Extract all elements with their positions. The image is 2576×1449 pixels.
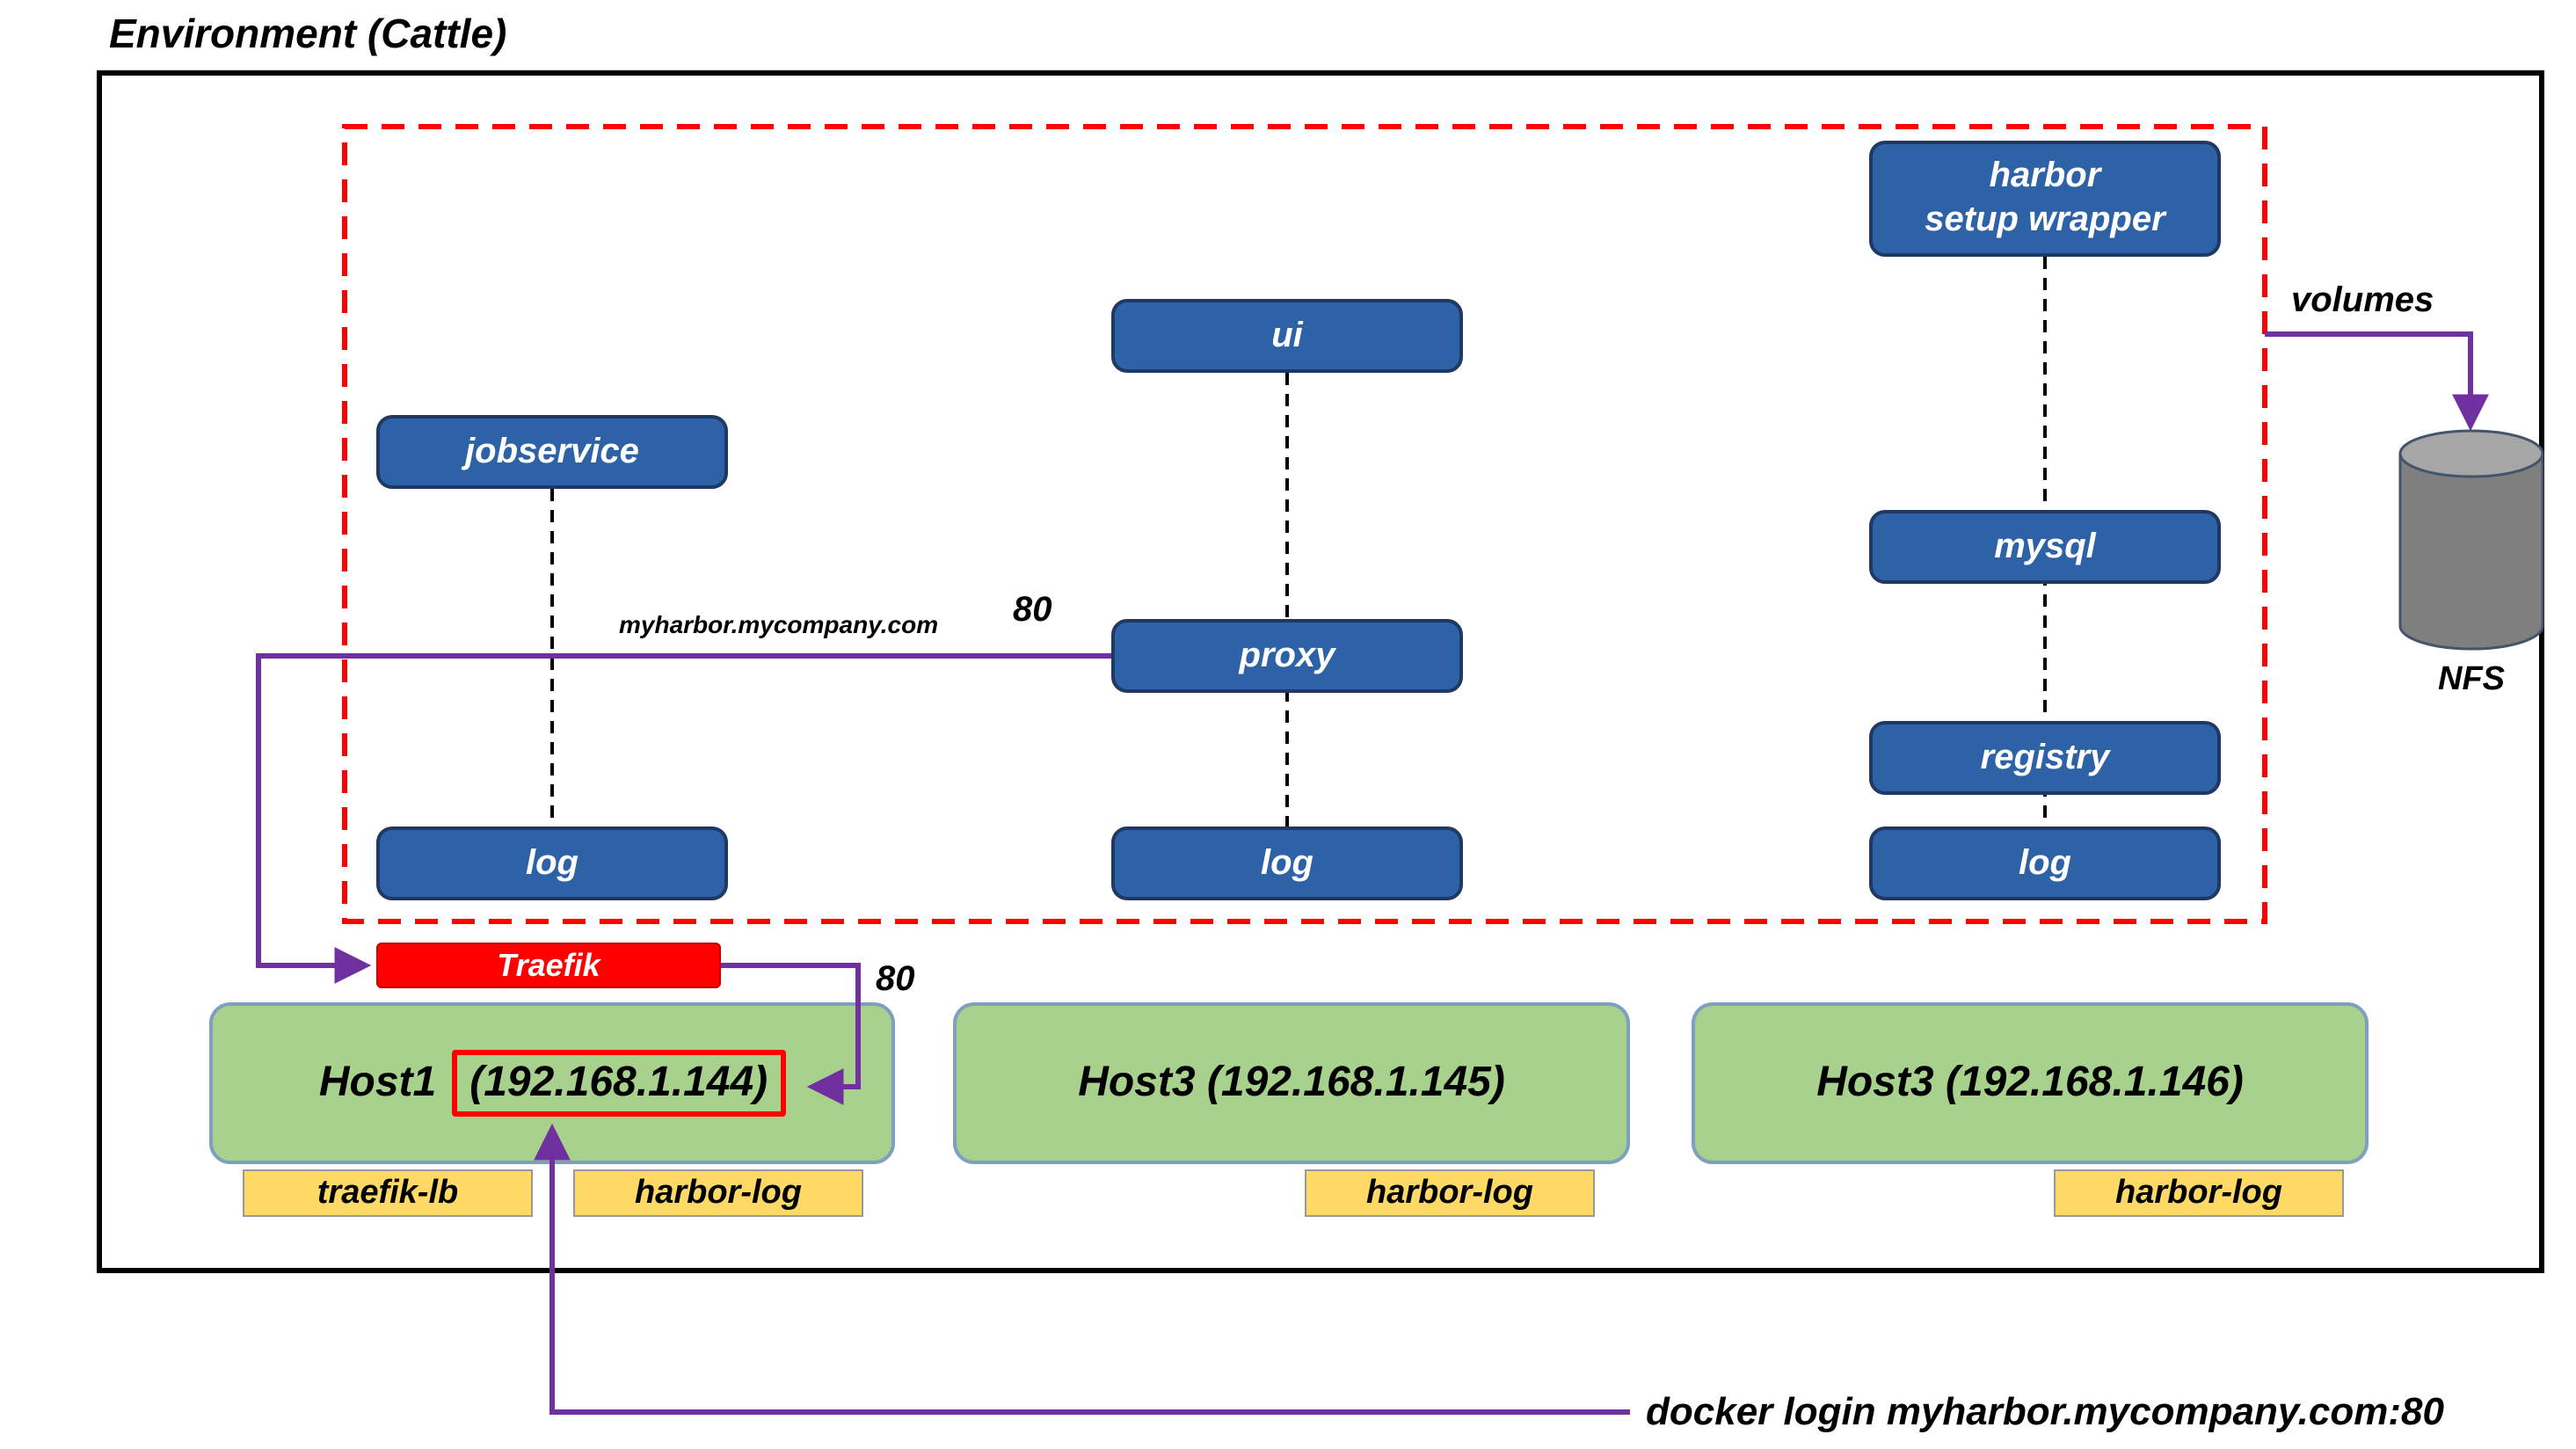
traefik-port-label: 80 [876, 960, 915, 999]
edge-traefik-to-host1 [721, 963, 861, 1105]
nfs-cylinder-icon [2398, 429, 2544, 651]
host-1-ip-highlight: (192.168.1.144) [452, 1050, 786, 1117]
container-tag-traefik-lb: traefik-lb [243, 1169, 533, 1217]
environment-border [97, 70, 2544, 1273]
host-2-name: Host3 (192.168.1.145) [1078, 1059, 1505, 1106]
service-ui: ui [1111, 299, 1463, 373]
environment-title: Environment (Cattle) [109, 11, 507, 56]
harbor-stack-dashed-boundary [342, 124, 2267, 924]
host-3: Host3 (192.168.1.146) [1692, 1002, 2369, 1164]
host-3-name: Host3 (192.168.1.146) [1816, 1059, 2244, 1106]
edge-docker-login-to-host1 [534, 1123, 1630, 1415]
host-2: Host3 (192.168.1.145) [953, 1002, 1630, 1164]
container-tag-harbor-log-1: harbor-log [573, 1169, 863, 1217]
proxy-port-label: 80 [1013, 591, 1052, 630]
service-harbor-setup-wrapper: harbor setup wrapper [1869, 141, 2221, 257]
edge-proxy-to-traefik [256, 653, 1111, 984]
service-registry: registry [1869, 721, 2221, 795]
host-1-name: Host1 [318, 1059, 437, 1106]
container-tag-harbor-log-2: harbor-log [1305, 1169, 1595, 1217]
container-tag-harbor-log-3: harbor-log [2054, 1169, 2344, 1217]
proxy-domain-label: myharbor.mycompany.com [619, 610, 939, 638]
service-jobservice: jobservice [376, 415, 728, 489]
edge-volumes-to-nfs [2265, 331, 2489, 432]
nfs-label: NFS [2438, 661, 2505, 698]
volumes-label: volumes [2291, 281, 2434, 320]
service-log-middle: log [1111, 826, 1463, 900]
service-proxy: proxy [1111, 619, 1463, 693]
traefik-box: Traefik [376, 943, 721, 988]
service-log-left: log [376, 826, 728, 900]
docker-login-note: docker login myharbor.mycompany.com:80 [1646, 1389, 2444, 1433]
service-mysql: mysql [1869, 510, 2221, 584]
service-log-right: log [1869, 826, 2221, 900]
